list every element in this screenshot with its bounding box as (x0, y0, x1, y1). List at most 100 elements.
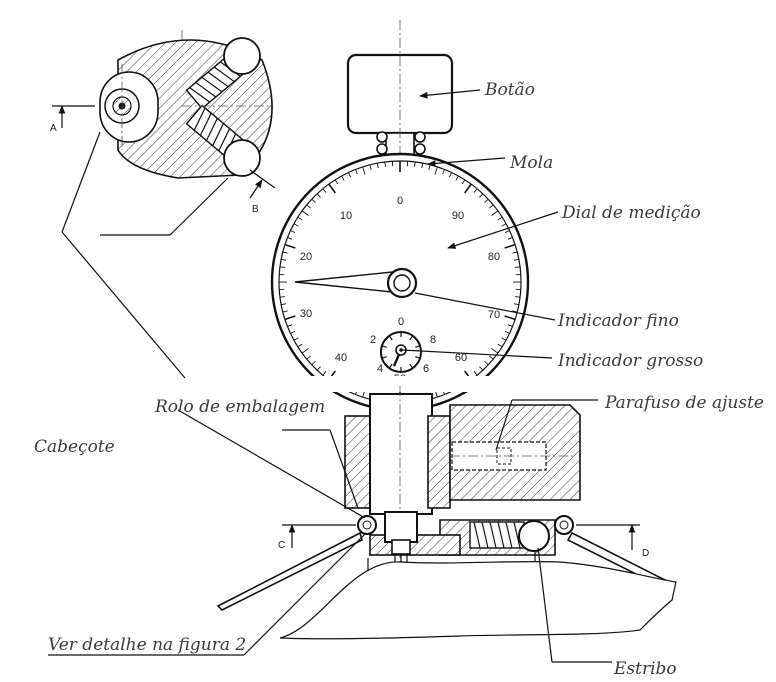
dial-tick (507, 237, 513, 240)
dial-tick (512, 310, 518, 313)
dial-tick (501, 223, 507, 227)
dial-tick (316, 193, 321, 198)
dial-tick (489, 204, 494, 209)
dial-tick (322, 188, 327, 193)
dial-tick (376, 163, 379, 169)
dial-tick (362, 166, 366, 175)
dial-tick (293, 337, 299, 341)
dial-tick (293, 223, 299, 227)
section-mark-d: D (642, 548, 649, 559)
coarse-dial-tick (409, 363, 414, 369)
coarse-dial-tick (388, 363, 393, 369)
coarse-dial-ticks (381, 332, 421, 372)
dial-label-10: 10 (340, 210, 352, 222)
dial-label-90: 90 (452, 210, 464, 222)
dial-tick (322, 371, 327, 376)
dial-tick (306, 204, 311, 209)
dial-tick (464, 183, 472, 194)
dial-tick (282, 310, 288, 313)
dial-tick (290, 230, 296, 234)
coarse-dial-tick (381, 356, 387, 359)
coarse-dial-tick (381, 345, 387, 348)
label-dial: Dial de medição (561, 203, 701, 223)
section-mark-b: B (252, 204, 259, 215)
dial-tick (287, 324, 293, 327)
dial-tick (328, 183, 336, 194)
dial-tick (473, 188, 478, 193)
dial-label-20: 20 (300, 251, 312, 263)
dial-label-60: 60 (455, 352, 467, 364)
label-mola: Mola (509, 153, 553, 173)
dial-tick (515, 266, 521, 268)
dial-tick-marks (279, 161, 521, 403)
dial-tick (301, 348, 309, 354)
dial-tick (484, 361, 489, 366)
dial-tick (461, 179, 466, 185)
section-mark-a: A (50, 123, 57, 134)
detail-view: A B (50, 30, 276, 379)
dial-label-70: 70 (488, 309, 500, 321)
dial-tick (311, 361, 316, 366)
dial-label-0: 0 (397, 195, 403, 207)
dial-tick (484, 198, 489, 203)
dial-tick (290, 330, 296, 334)
dial-tick (479, 366, 484, 371)
lower-head: C D (216, 386, 677, 640)
dial-tick (455, 175, 459, 181)
dial-tick (421, 163, 424, 169)
label-estribo: Estribo (613, 659, 677, 679)
dial-tick (501, 337, 507, 341)
dial-tick (515, 296, 521, 298)
coarse-label-0: 0 (398, 316, 404, 328)
dial-tick (287, 237, 293, 240)
dial-tick (504, 243, 516, 249)
dial-tick (334, 179, 339, 185)
dial-tick (479, 193, 484, 198)
dial-tick (504, 230, 510, 234)
dial-tick (513, 303, 519, 306)
label-cabecote: Cabeçote (34, 437, 115, 457)
dial-tick (414, 161, 416, 167)
dial-tick (282, 251, 288, 254)
dial-tick (491, 348, 499, 354)
coarse-label-6: 6 (423, 363, 429, 375)
dial-tick (434, 166, 438, 175)
dial-tick (384, 161, 386, 167)
dial-tick (497, 216, 503, 221)
dial-gauge: 0 10 20 30 40 50 60 70 80 90 0 2 4 6 8 (260, 152, 550, 412)
label-rolo: Rolo de embalagem (154, 397, 325, 417)
dial-tick (297, 216, 303, 221)
coarse-label-2: 2 (370, 334, 376, 346)
label-ver-detalhe: Ver detalhe na figura 2 (48, 635, 246, 655)
coarse-label-8: 8 (430, 334, 436, 346)
dial-tick (473, 371, 478, 376)
label-indicador-grosso: Indicador grosso (557, 351, 703, 371)
dial-tick (281, 303, 287, 306)
dial-tick (489, 355, 494, 360)
section-mark-c: C (278, 540, 285, 551)
dial-label-40: 40 (335, 352, 347, 364)
dial-tick (297, 343, 303, 348)
dial-tick (279, 296, 285, 298)
coarse-label-4: 4 (377, 363, 383, 375)
coarse-dial-tick (415, 356, 421, 359)
dial-tick (348, 172, 352, 178)
label-indicador-fino: Indicador fino (557, 311, 679, 331)
dial-tick (316, 366, 321, 371)
dial-tick (497, 343, 503, 348)
label-botao: Botão (484, 80, 535, 100)
dial-tick (284, 315, 296, 321)
dial-tick (504, 315, 516, 321)
label-parafuso: Parafuso de ajuste (604, 393, 764, 413)
dial-label-30: 30 (300, 308, 312, 320)
dial-tick (442, 169, 445, 175)
dial-tick (301, 210, 309, 216)
dial-tick (281, 258, 287, 261)
dial-tick (306, 355, 311, 360)
dial-tick (491, 210, 499, 216)
coarse-dial-tick (415, 345, 421, 348)
dial-tick (369, 164, 372, 170)
dial-tick (284, 243, 296, 249)
